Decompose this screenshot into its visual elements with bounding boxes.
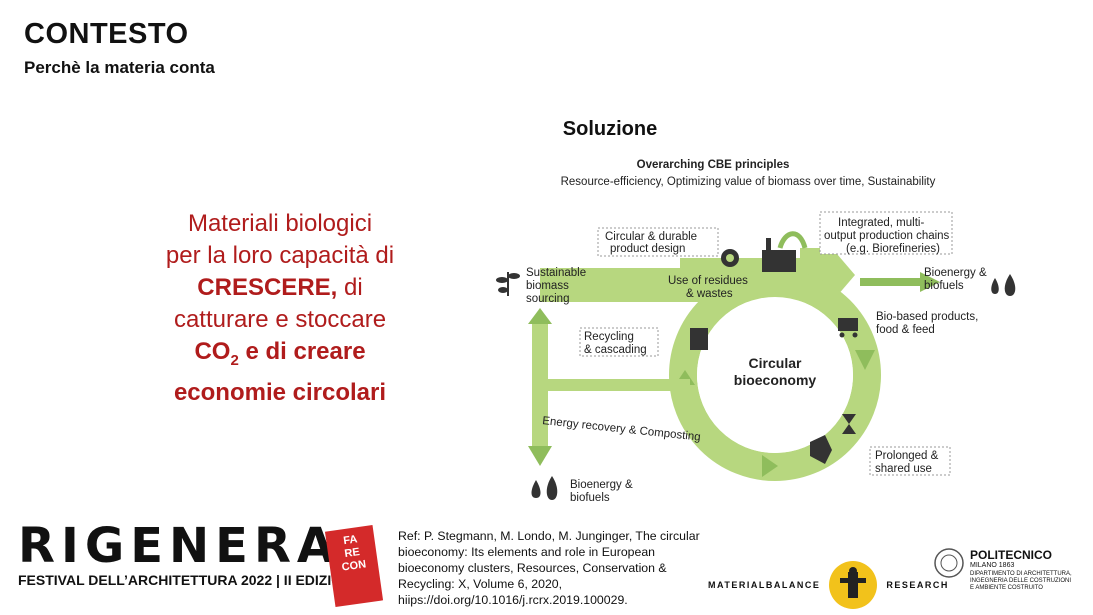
label-bioenergy-bottom-2: biofuels [570, 492, 610, 504]
center-line-1: Circular [749, 355, 802, 371]
rigenera-logo: RIGENERA FESTIVAL DELL’ARCHITETTURA 2022… [18, 522, 362, 588]
reference-text: Ref: P. Stegmann, M. Londo, M. Junginger… [398, 529, 700, 607]
label-integrated-1: Integrated, multi- [838, 217, 924, 229]
plant-icon [496, 272, 520, 296]
politecnico-seal-icon [934, 548, 964, 578]
center-line-2: bioeconomy [734, 372, 817, 388]
label-sustainable-1: Sustainable [526, 267, 586, 279]
solution-heading: Soluzione [562, 118, 658, 140]
label-integrated-3: (e.g. Biorefineries) [846, 243, 940, 255]
circular-design-box [597, 227, 719, 257]
politecnico-city: MILANO 1863 [970, 562, 1015, 569]
claim-co: CO [194, 338, 231, 365]
label-sustainable-2: biomass [526, 280, 569, 292]
fuel-drops-icon-bottom [531, 476, 558, 500]
label-circular-design-1: Circular & durable [605, 231, 697, 243]
politecnico-name: POLITECNICO [970, 548, 1053, 562]
claim-line-1: Materiali biologici [187, 210, 373, 237]
festival-caption: FESTIVAL DELL’ARCHITETTURA 2022 | II EDI… [18, 572, 362, 588]
claim-line-3: CRESCERE, di [120, 272, 440, 304]
claim-line-6: economie circolari [173, 378, 387, 406]
claim-text: Materiali biologici per la loro capacità… [120, 208, 440, 409]
label-bioenergy-top-1: Bioenergy & [924, 267, 987, 279]
label-bioenergy-bottom-1: Bioenergy & [570, 479, 633, 491]
recycle-bin-icon [690, 328, 708, 350]
integrated-box [819, 211, 953, 255]
left-arrow-head-down [528, 446, 552, 466]
recycling-box [579, 327, 659, 357]
hourglass-icon [842, 414, 856, 434]
label-residues-1: Use of residues [668, 275, 748, 287]
claim-crescere: CRESCERE, [197, 274, 338, 301]
rigenera-wordmark: RIGENERA [18, 518, 341, 574]
claim-line-3-rest: di [337, 274, 363, 301]
circular-bioeconomy-diagram: Overarching CBE principles Resource-effi… [496, 159, 1016, 504]
cart-icon [838, 318, 858, 338]
claim-line-2: per la loro capacità di [165, 242, 395, 269]
label-biobased-2: food & feed [876, 324, 935, 336]
fuel-drops-icon-top [991, 274, 1016, 296]
politecnico-logo: POLITECNICO MILANO 1863 DIPARTIMENTO DI … [934, 548, 1072, 592]
prolonged-box [869, 446, 951, 476]
label-residues-2: & wastes [686, 288, 733, 300]
label-biobased-1: Bio-based products, [876, 311, 978, 323]
label-bioenergy-top-2: biofuels [924, 280, 964, 292]
factory-icon [762, 238, 796, 272]
left-arrow-head-up [528, 308, 552, 324]
label-energy-recovery: Energy recovery & Composting [542, 415, 702, 444]
bioenergy-top-arrow [860, 272, 940, 292]
mb-emblem-icon [829, 561, 878, 609]
slide-title: CONTESTO [24, 18, 189, 50]
slide-subtitle: Perchè la materia conta [24, 58, 215, 77]
politecnico-dept-1: DIPARTIMENTO DI ARCHITETTURA, [970, 571, 1072, 577]
label-recycling-1: Recycling [584, 331, 634, 343]
label-circular-design-2: product design [610, 243, 685, 255]
label-sustainable-3: sourcing [526, 293, 569, 305]
principles-text: Resource-efficiency, Optimizing value of… [561, 176, 936, 188]
ring-center [697, 297, 853, 453]
materialbalance-logo: MATERIALBALANCE RESEARCH [708, 560, 949, 610]
handshake-icon [810, 435, 832, 464]
gear-icon [721, 249, 739, 267]
mb-right-text: RESEARCH [886, 580, 949, 590]
claim-co-sub: 2 [230, 351, 239, 369]
claim-line-5-rest: e di creare [238, 338, 366, 365]
politecnico-dept-3: E AMBIENTE COSTRUITO [970, 585, 1043, 591]
principles-title: Overarching CBE principles [637, 159, 790, 171]
label-integrated-2: output production chains [824, 230, 950, 242]
factory-loop-arrow [777, 231, 808, 249]
claim-line-4: catturare e stoccare [173, 306, 387, 333]
claim-line-5: CO2 e di creare [120, 336, 440, 377]
politecnico-dept-2: INGEGNERIA DELLE COSTRUZIONI [970, 578, 1072, 584]
center-label: Circular bioeconomy [734, 355, 817, 388]
label-prolonged-1: Prolonged & [875, 450, 939, 462]
label-prolonged-2: shared use [875, 463, 932, 475]
fare-con-badge: FA RE CON [324, 525, 384, 607]
label-recycling-2: & cascading [584, 344, 647, 356]
mb-left-text: MATERIALBALANCE [708, 580, 821, 590]
